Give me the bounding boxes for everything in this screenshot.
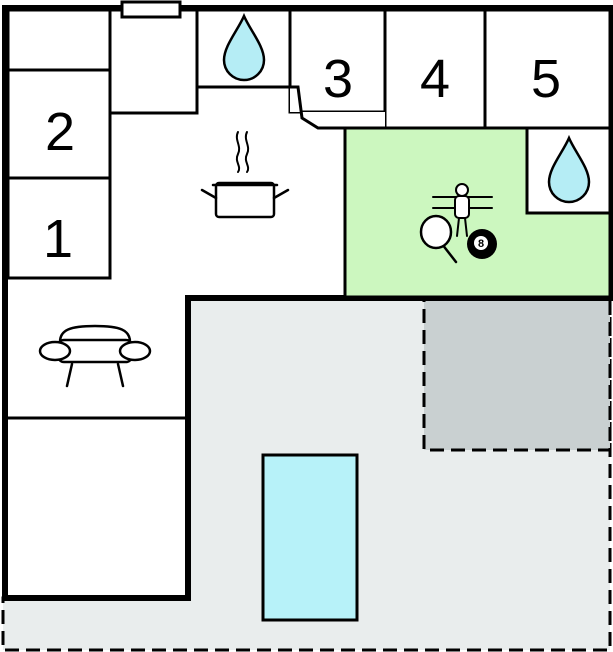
covered-terrace [422, 296, 612, 452]
room-5 [483, 8, 612, 130]
storage-room [6, 8, 112, 72]
table-football-icon [432, 183, 493, 237]
room-4-number: 4 [420, 49, 450, 109]
room-1-number: 1 [43, 209, 73, 269]
water-drop-icon [547, 134, 591, 204]
water-drop-icon [222, 12, 266, 82]
sofa-icon [38, 324, 152, 388]
room-2 [6, 68, 112, 180]
room-5-number: 5 [531, 49, 561, 109]
room-1 [6, 176, 112, 280]
billiard-ball-number: 8 [478, 238, 484, 250]
table-tennis-icon [419, 214, 458, 264]
corridor-notch [290, 10, 385, 128]
entry-door [120, 0, 182, 19]
cooking-pot-icon [200, 131, 290, 219]
swimming-pool [261, 453, 359, 622]
room-2-number: 2 [45, 102, 75, 162]
billiard-ball-icon: 8 [467, 229, 497, 259]
corridor-wall [290, 85, 385, 130]
hall [108, 8, 199, 115]
room-3-number: 3 [323, 49, 353, 109]
